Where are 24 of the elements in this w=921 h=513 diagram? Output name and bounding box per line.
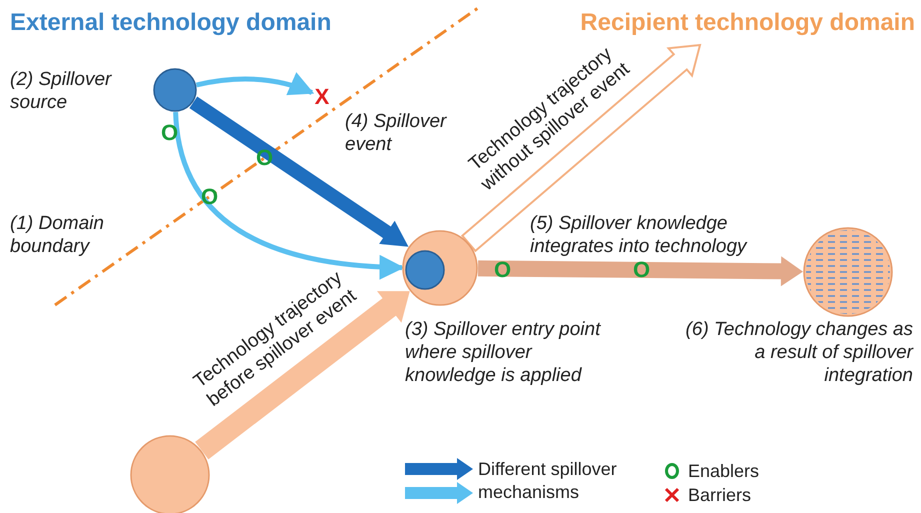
legend-text: Enablers <box>688 460 760 483</box>
circle-node <box>803 227 893 317</box>
annotation-text: (6) Technology changes as a result of spillover integration <box>684 318 913 387</box>
arrow <box>196 72 314 96</box>
heading: Recipient technology domain <box>580 8 915 38</box>
barrier-mark: X <box>311 86 333 108</box>
arrow <box>478 256 803 286</box>
circle-node <box>153 68 197 112</box>
heading: External technology domain <box>10 8 332 38</box>
enabler-mark: O <box>494 258 512 281</box>
arrow <box>195 291 410 460</box>
arrow <box>189 96 408 247</box>
circle-node <box>405 250 445 290</box>
annotation-text: (3) Spillover entry point where spillover knowledge is applied <box>405 318 602 387</box>
legend-text: Different spillover mechanisms <box>478 458 618 504</box>
edge-label: (4) Spillover event <box>345 110 448 156</box>
annotation-text: (1) Domain boundary <box>10 212 105 258</box>
arrow <box>173 112 404 280</box>
annotation-text: (2) Spillover source <box>10 68 113 114</box>
edge-label: (5) Spillover knowledge integrates into technology <box>530 212 748 258</box>
enabler-mark: O <box>633 258 650 281</box>
arrow <box>460 44 702 252</box>
legend-text: Barriers <box>688 484 752 507</box>
circle-node <box>402 230 478 306</box>
